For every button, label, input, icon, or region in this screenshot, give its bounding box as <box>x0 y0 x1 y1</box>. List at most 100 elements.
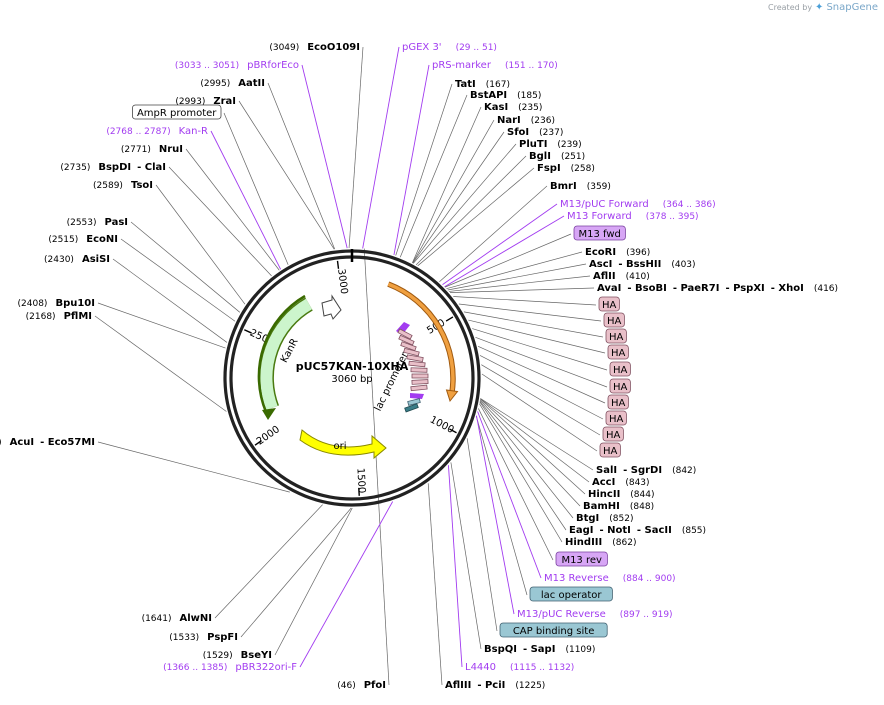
enzyme-label: (2771) NruI <box>121 144 183 155</box>
snapgene-logo-icon: ✦ <box>815 2 824 13</box>
enzyme-name: AscI <box>589 259 612 270</box>
separator: - <box>623 465 631 476</box>
leader-line <box>475 336 608 388</box>
plasmid-name: pUC57KAN-10XHA <box>296 360 409 373</box>
feature-box <box>609 361 631 377</box>
site-position: (1225) <box>515 681 545 691</box>
enzyme-label: (1641)AlwNI <box>142 613 212 624</box>
enzyme-label: (2995)AatII <box>200 78 265 89</box>
enzyme-name: PspFI <box>207 632 238 643</box>
feature-box <box>609 378 631 394</box>
enzyme-label: (2993)ZraI <box>175 96 236 107</box>
ori-arrow <box>299 429 387 460</box>
enzyme-name: SalI <box>596 465 617 476</box>
enzyme-label: PluTI(239) <box>519 139 582 150</box>
leader-line <box>450 287 595 293</box>
site-position: (396) <box>626 248 650 258</box>
feature-box <box>599 442 621 458</box>
leader-line <box>481 364 601 436</box>
leader-line <box>238 100 335 250</box>
enzyme-label: NarI(236) <box>497 115 555 126</box>
leader-line <box>240 507 352 638</box>
enzyme-name: BmrI <box>550 181 577 192</box>
enzyme-label: BamHI(848) <box>583 501 654 512</box>
feature-box <box>499 622 608 638</box>
enzyme-name: PciI <box>485 680 505 691</box>
site-position: (1115 .. 1132) <box>510 663 574 673</box>
separator: - <box>137 162 145 173</box>
enzyme-name: NruI <box>159 144 183 155</box>
leader-line <box>223 112 289 265</box>
tick-mark-2000 <box>254 440 262 446</box>
feature-box-label: HA <box>611 398 626 409</box>
leader-line <box>393 64 430 256</box>
enzyme-name: BsoBI <box>635 283 667 294</box>
enzyme-label: (2408)Bpu10I <box>18 298 95 309</box>
enzyme-name: EcoO109I <box>307 42 360 53</box>
enzyme-label: (2589)TsoI <box>93 180 153 191</box>
site-position: (884 .. 900) <box>623 574 676 584</box>
kanr-arrowhead <box>262 408 276 420</box>
leader-line <box>439 185 548 283</box>
enzyme-label: HindIII(862) <box>565 537 636 548</box>
leader-line <box>395 83 453 256</box>
leader-line <box>412 119 495 264</box>
site-position: (46) <box>337 681 355 691</box>
site-position: (2430) <box>44 255 74 265</box>
leader-line <box>210 130 282 270</box>
tick-label-1500: 1500 <box>354 468 367 494</box>
site-position: (2993) <box>175 97 205 107</box>
separator: - <box>40 437 48 448</box>
site-position: (29 .. 51) <box>456 43 497 53</box>
ha-tag-6 <box>408 360 426 368</box>
leader-line <box>362 46 400 249</box>
site-position: (1773) <box>0 438 2 448</box>
primer-name: pGEX 3' <box>402 42 442 53</box>
leader-line <box>444 233 572 288</box>
separator: - <box>771 283 779 294</box>
enzyme-label: BstAPI(185) <box>470 90 541 101</box>
leader-line <box>468 319 606 354</box>
leader-line <box>475 415 515 615</box>
primer-label: M13 Reverse(884 .. 900) <box>544 573 676 584</box>
enzyme-name: XhoI <box>778 283 803 294</box>
separator: - <box>637 525 645 536</box>
site-position: (378 .. 395) <box>646 212 699 222</box>
leader-line <box>446 251 583 289</box>
site-position: (3033 .. 3051) <box>175 61 239 71</box>
label-leader-lines <box>94 46 608 686</box>
tick-mark-2500 <box>244 329 252 334</box>
leader-line <box>363 248 390 686</box>
feature-box-label: HA <box>613 382 628 393</box>
site-position: (1109) <box>565 645 595 655</box>
ha-tag-2 <box>398 334 415 346</box>
enzyme-name: KasI <box>484 102 508 113</box>
leader-line <box>185 148 280 271</box>
enzyme-name: SacII <box>645 525 672 536</box>
enzyme-label: AflIII- PciI(1225) <box>445 680 545 691</box>
site-position: (2771) <box>121 145 151 155</box>
credit-brand: SnapGene <box>826 2 878 13</box>
enzyme-name: PflMI <box>64 311 92 322</box>
site-position: (842) <box>672 466 696 476</box>
feature-box-label: HA <box>613 365 628 376</box>
enzyme-name: EcoNI <box>86 234 118 245</box>
site-position: (237) <box>539 128 563 138</box>
enzyme-name: Bpu10I <box>55 298 95 309</box>
site-position: (235) <box>518 103 542 113</box>
primer-label: (2768 .. 2787)Kan-R <box>106 126 208 137</box>
primer-label: M13 Forward(378 .. 395) <box>567 211 699 222</box>
enzyme-label: (1773)AcuI- Eco57MI <box>0 437 95 448</box>
leader-line <box>301 64 348 249</box>
site-position: (848) <box>630 502 654 512</box>
enzyme-name: BspDI <box>98 162 131 173</box>
leader-line <box>477 345 606 404</box>
leader-line <box>480 398 590 483</box>
leader-line <box>453 296 597 306</box>
enzyme-label: AscI- BssHII(403) <box>589 259 696 270</box>
site-position: (410) <box>626 272 650 282</box>
primer-label: M13/pUC Reverse(897 .. 919) <box>517 609 673 620</box>
lac-promoter-arrowhead <box>445 389 459 403</box>
enzyme-label: (2735)BspDI- ClaI <box>60 162 166 173</box>
enzyme-label: BspQI- SapI(1109) <box>484 644 595 655</box>
